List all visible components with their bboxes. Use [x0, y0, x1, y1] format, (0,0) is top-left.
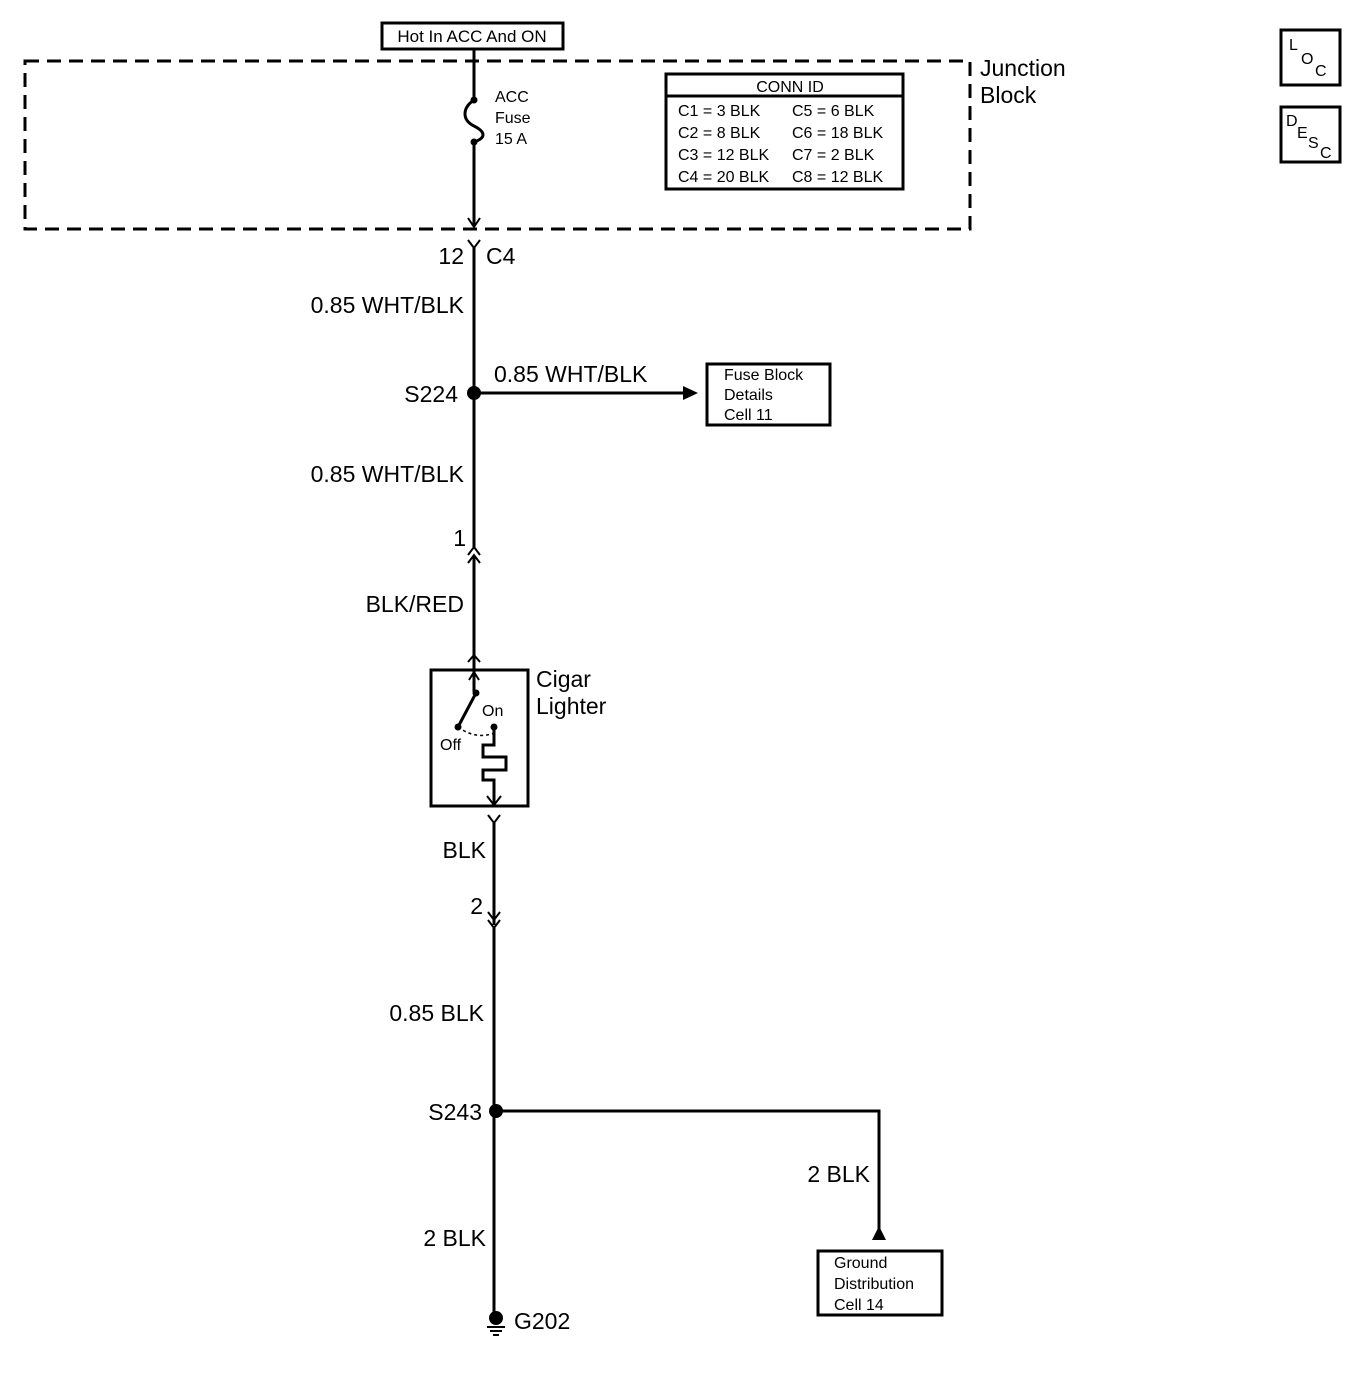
pin-1-label: 1: [453, 525, 466, 551]
wire-label-branch: 0.85 WHT/BLK: [494, 361, 648, 387]
conn-id-title: CONN ID: [756, 79, 824, 96]
svg-text:C: C: [1320, 145, 1332, 162]
junction-block-boundary: [23, 59, 972, 231]
lighter-output-connector: [487, 814, 501, 825]
acc-fuse: [463, 49, 485, 229]
wire-label-w7: 2 BLK: [423, 1225, 486, 1251]
splice-s243-label: S243: [428, 1099, 482, 1125]
ground-dist-ref-2: Distribution: [834, 1276, 914, 1293]
lighter-on-label: On: [482, 703, 503, 720]
conn-id-c6: C6 = 18 BLK: [792, 125, 884, 142]
fuse-label-3: 15 A: [495, 131, 527, 148]
ground-distribution-ref[interactable]: Ground Distribution Cell 14: [816, 1249, 944, 1317]
ground-dist-ref-1: Ground: [834, 1255, 887, 1272]
wire-label-w1: 0.85 WHT/BLK: [311, 292, 465, 318]
connector-c4: [467, 239, 481, 250]
power-source-box: Hot In ACC And ON: [380, 21, 565, 51]
wire-label-w6: 2 BLK: [807, 1161, 870, 1187]
conn-id-c8: C8 = 12 BLK: [792, 169, 884, 186]
c4-name-label: C4: [486, 243, 516, 269]
conn-id-c4: C4 = 20 BLK: [678, 169, 770, 186]
wire-label-w2: 0.85 WHT/BLK: [311, 461, 465, 487]
junction-block-label-2: Block: [980, 82, 1037, 108]
wire-label-w5: 0.85 BLK: [389, 1000, 484, 1026]
loc-button[interactable]: L O C: [1279, 28, 1342, 87]
fuse-block-ref-1: Fuse Block: [724, 367, 804, 384]
lighter-input-connector: [467, 653, 481, 663]
ground-branch-arrow: [872, 1226, 886, 1240]
conn-id-c1: C1 = 3 BLK: [678, 103, 761, 120]
svg-text:C: C: [1315, 63, 1327, 80]
conn-id-c5: C5 = 6 BLK: [792, 103, 875, 120]
c4-pin-label: 12: [438, 243, 464, 269]
desc-button[interactable]: D E S C: [1279, 105, 1342, 164]
power-source-label: Hot In ACC And ON: [397, 27, 546, 46]
wire-label-w3: BLK/RED: [366, 591, 464, 617]
wire-label-w4: BLK: [443, 837, 487, 863]
lighter-label-1: Cigar: [536, 666, 591, 692]
ground-g202-label: G202: [514, 1308, 570, 1334]
branch-arrow: [683, 386, 698, 400]
conn-id-table: CONN ID C1 = 3 BLK C5 = 6 BLK C2 = 8 BLK…: [664, 72, 905, 191]
fuse-label-2: Fuse: [495, 110, 531, 127]
fuse-block-ref[interactable]: Fuse Block Details Cell 11: [705, 362, 832, 427]
svg-text:S: S: [1308, 135, 1319, 152]
fuse-block-ref-2: Details: [724, 387, 773, 404]
conn-id-c2: C2 = 8 BLK: [678, 125, 761, 142]
pin-2-label: 2: [470, 893, 483, 919]
ground-dist-ref-3: Cell 14: [834, 1297, 884, 1314]
lighter-off-label: Off: [440, 737, 462, 754]
svg-text:E: E: [1297, 125, 1308, 142]
junction-block-label-1: Junction: [980, 55, 1066, 81]
svg-text:O: O: [1301, 51, 1313, 68]
cigar-lighter: [429, 662, 530, 808]
svg-text:L: L: [1289, 37, 1298, 54]
fuse-block-ref-3: Cell 11: [724, 407, 773, 424]
ground-g202: [487, 1311, 505, 1336]
fuse-label-1: ACC: [495, 89, 529, 106]
splice-s224-label: S224: [404, 381, 458, 407]
ground-branch-wire: [496, 1109, 881, 1230]
svg-text:D: D: [1286, 113, 1298, 130]
conn-id-c7: C7 = 2 BLK: [792, 147, 875, 164]
lighter-label-2: Lighter: [536, 693, 607, 719]
conn-id-c3: C3 = 12 BLK: [678, 147, 770, 164]
